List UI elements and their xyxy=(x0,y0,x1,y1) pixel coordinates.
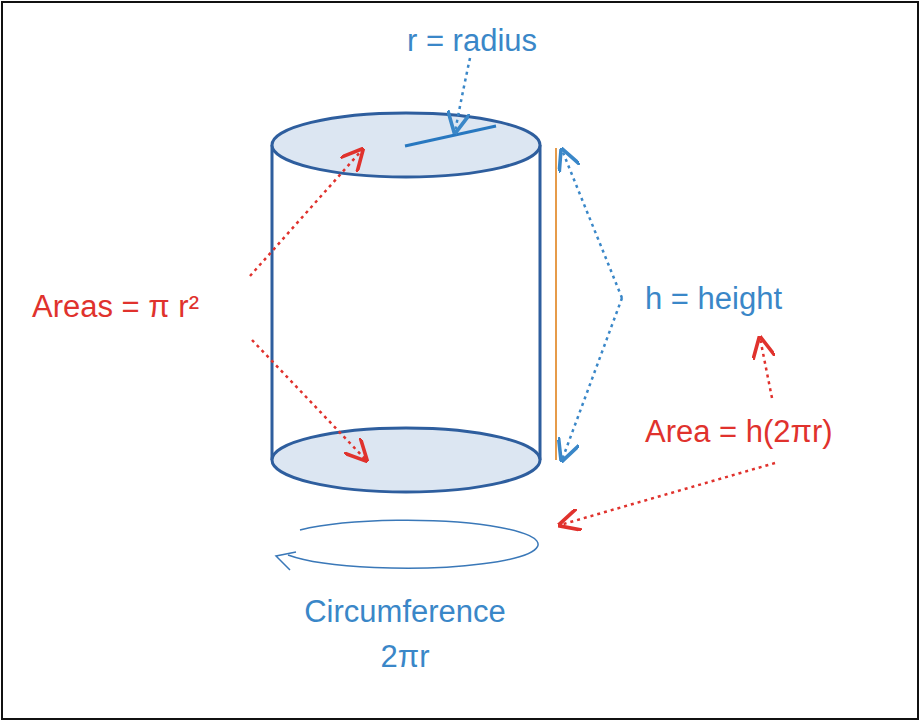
area-leader xyxy=(252,340,366,460)
height-bracket xyxy=(562,298,622,460)
area-formula: Area = h(2πr) xyxy=(645,413,833,450)
circumference-arrowhead xyxy=(276,552,296,570)
height-bracket xyxy=(562,150,622,298)
bottom-face xyxy=(272,428,540,492)
radius-leader xyxy=(455,58,470,132)
area-leader xyxy=(560,463,775,525)
circumference-arc xyxy=(288,520,538,568)
radius-label: r = radius xyxy=(407,22,537,59)
height-line xyxy=(555,148,557,460)
area-formula: Areas = π r² xyxy=(32,288,199,325)
area-leader xyxy=(250,150,362,276)
radius-line xyxy=(405,126,496,146)
cylinder-side xyxy=(539,145,542,460)
area-leader xyxy=(760,338,772,398)
height-label: h = height xyxy=(645,280,782,317)
cylinder-side xyxy=(271,145,274,460)
top-face xyxy=(272,113,540,177)
circumference-label: Circumference 2πr xyxy=(288,590,523,680)
